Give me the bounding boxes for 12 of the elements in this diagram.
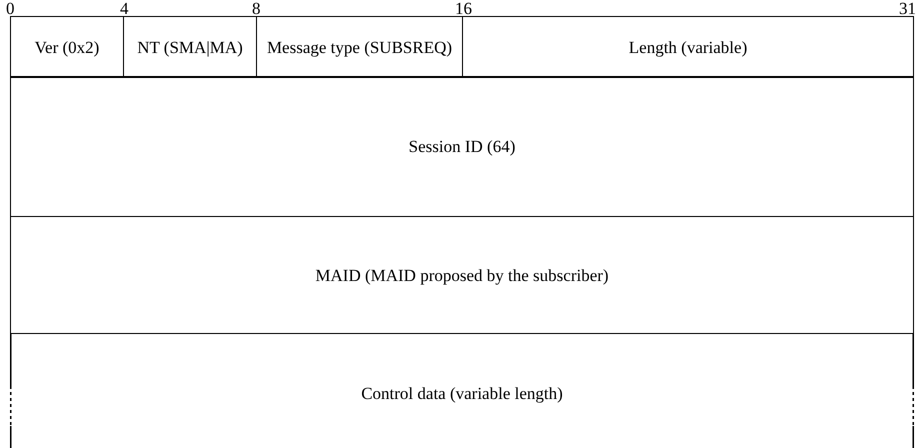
bit-offset-label: 0 [6,0,14,18]
bit-offset-label: 4 [120,0,128,18]
packet-field: Ver (0x2) [10,16,124,78]
packet-field: MAID (MAID proposed by the subscriber) [10,216,914,334]
packet-field: Control data (variable length) [10,333,914,448]
bit-offset-label: 16 [455,0,472,18]
packet-field: Length (variable) [462,16,914,78]
bit-offset-label: 31 [899,0,916,18]
packet-field: Session ID (64) [10,76,914,217]
packet-field: NT (SMA|MA) [123,16,257,78]
packet-field: Message type (SUBSREQ) [256,16,463,78]
bit-offset-label: 8 [252,0,260,18]
